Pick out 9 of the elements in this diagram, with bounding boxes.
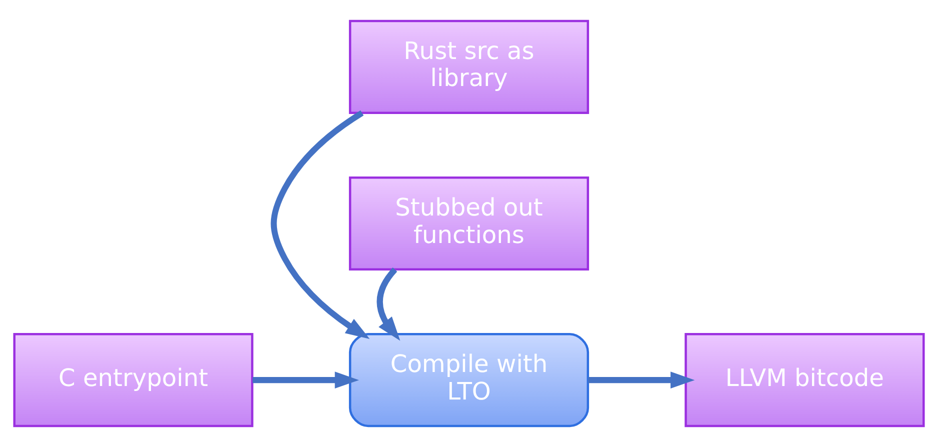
node-box: LLVM bitcode [684, 333, 925, 428]
node-box: Stubbed out functions [348, 176, 590, 271]
node-box: Compile with LTO [348, 333, 590, 428]
arrow [270, 110, 370, 340]
node-box: Rust src as library [348, 20, 590, 114]
node-box: C entrypoint [13, 333, 254, 428]
arrow [588, 372, 695, 389]
arrow [252, 372, 359, 389]
arrow [376, 268, 400, 341]
